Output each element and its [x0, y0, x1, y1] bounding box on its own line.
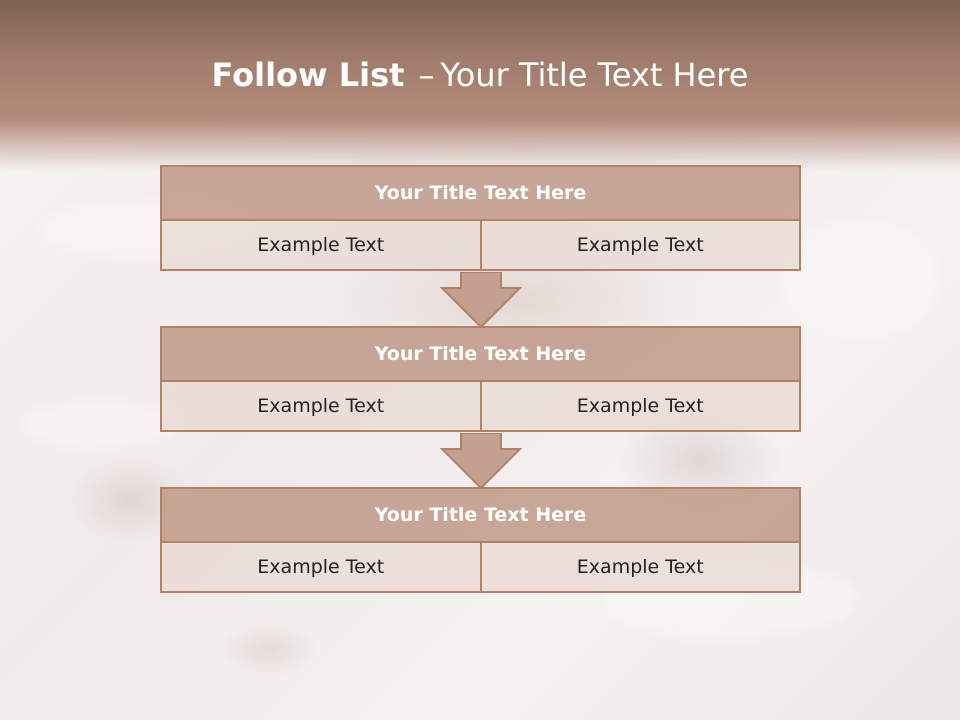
- list-block-3: Your Title Text Here Example Text Exampl…: [160, 487, 801, 593]
- block-cell-left: Example Text: [160, 221, 482, 271]
- list-block-1: Your Title Text Here Example Text Exampl…: [160, 165, 801, 271]
- slide-title: Follow List–Your Title Text Here: [0, 56, 960, 94]
- block-row: Example Text Example Text: [160, 382, 801, 432]
- down-arrow-icon: [440, 272, 522, 328]
- block-cell-left: Example Text: [160, 543, 482, 593]
- block-cell-right: Example Text: [481, 382, 801, 432]
- title-bar: [0, 0, 960, 170]
- title-bold: Follow List: [211, 56, 405, 94]
- title-rest: Your Title Text Here: [440, 56, 749, 94]
- list-block-2: Your Title Text Here Example Text Exampl…: [160, 326, 801, 432]
- block-cell-left: Example Text: [160, 382, 482, 432]
- block-cell-right: Example Text: [481, 221, 801, 271]
- block-title: Your Title Text Here: [160, 326, 801, 382]
- block-title: Your Title Text Here: [160, 165, 801, 221]
- title-dash: –: [418, 56, 435, 94]
- block-title: Your Title Text Here: [160, 487, 801, 543]
- block-row: Example Text Example Text: [160, 543, 801, 593]
- down-arrow-icon: [440, 433, 522, 489]
- block-cell-right: Example Text: [481, 543, 801, 593]
- block-row: Example Text Example Text: [160, 221, 801, 271]
